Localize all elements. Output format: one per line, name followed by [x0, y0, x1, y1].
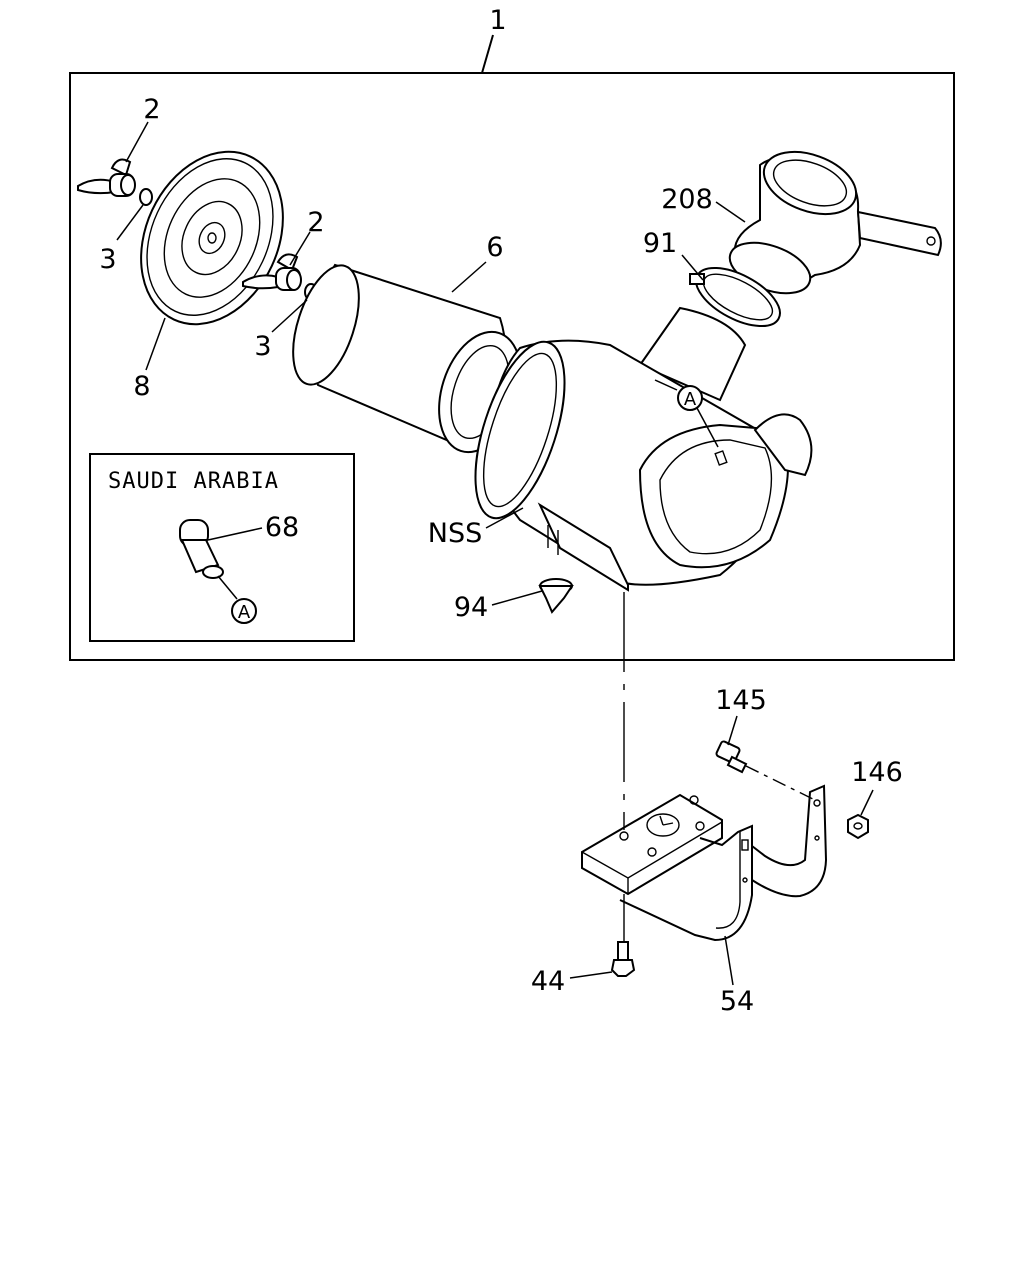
callout-54: 54 [720, 986, 754, 1017]
callout-146: 146 [851, 757, 903, 788]
leader-2b [289, 231, 311, 266]
ref-a-inset: A [238, 602, 251, 623]
leader-a-main [696, 407, 719, 448]
callout-2-right: 2 [307, 207, 324, 238]
cover-part [140, 150, 284, 326]
leader-6 [451, 261, 487, 293]
callout-145: 145 [715, 685, 767, 716]
assembly-frame [69, 72, 955, 661]
callout-nss: NSS [428, 518, 482, 549]
ref-a-main: A [684, 389, 697, 410]
callout-94: 94 [454, 592, 488, 623]
leader-44 [569, 971, 613, 979]
leader-94 [491, 590, 543, 606]
callout-91: 91 [643, 228, 677, 259]
callout-1: 1 [489, 5, 506, 36]
leader-a-inset [217, 575, 238, 600]
leader-3b [271, 299, 308, 333]
wing-nut-part-1 [77, 158, 153, 206]
leader-145 [727, 715, 738, 746]
leader-2a [125, 121, 149, 163]
callout-208: 208 [661, 184, 713, 215]
leader-8 [145, 317, 166, 371]
element-part [292, 263, 522, 454]
callout-44: 44 [531, 966, 565, 997]
ref-circle-main [677, 385, 703, 411]
leader-91 [681, 254, 704, 281]
leader-nss [485, 507, 524, 529]
leader-68 [207, 527, 263, 541]
assembly-leader [481, 34, 494, 74]
leader-3a [116, 204, 144, 241]
callout-8: 8 [133, 371, 150, 402]
ref-circle-inset [231, 598, 257, 624]
callout-3-left: 3 [99, 244, 116, 275]
clamp-part [689, 266, 781, 328]
callout-2-left: 2 [143, 94, 160, 125]
wing-nut-part-2 [242, 253, 318, 301]
valve-part [538, 578, 574, 614]
intake-pipe [638, 306, 747, 402]
leader-a-housing [654, 379, 678, 391]
bolt-centerline [745, 765, 816, 801]
inset-title: SAUDI ARABIA [108, 469, 279, 494]
hose-part [728, 150, 942, 295]
callout-3-right: 3 [254, 331, 271, 362]
housing-part [474, 339, 813, 592]
bolt-part-upper [715, 740, 748, 774]
indicator-part [179, 519, 224, 579]
inset-box [89, 453, 355, 642]
callout-6: 6 [486, 232, 503, 263]
leader-208 [715, 201, 746, 223]
leader-146 [860, 789, 874, 816]
bracket-part [581, 784, 828, 942]
callout-68: 68 [265, 512, 299, 543]
leader-54 [724, 935, 734, 986]
bolt-part-lower [610, 941, 636, 977]
nut-part [847, 813, 869, 840]
